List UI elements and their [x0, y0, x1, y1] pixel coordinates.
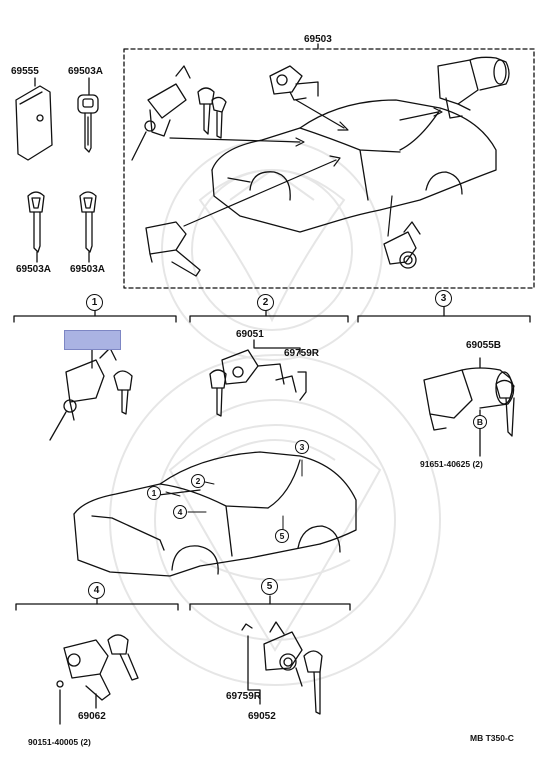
- car-callout-1: 1: [147, 486, 161, 500]
- group-5-trunk-cylinder-part: [241, 621, 323, 715]
- label-69503a-left-b: 69503A: [70, 264, 106, 275]
- assembly-box: [123, 48, 535, 289]
- group-brackets: [13, 305, 531, 611]
- group-2-door-lock-part: [209, 339, 307, 417]
- car-callout-5: 5: [275, 529, 289, 543]
- label-69055b: 69055B: [466, 340, 502, 351]
- car-outline-center: [73, 451, 357, 577]
- callout-2: 2: [257, 294, 274, 311]
- group-3-trunk-lock-part: [423, 357, 515, 457]
- trunk-cylinder-part: [383, 221, 421, 269]
- glovebox-lock-part: [145, 221, 201, 277]
- key-left-b-part: [79, 191, 97, 253]
- trunk-lock-part: [437, 56, 510, 119]
- label-90151-40005: 90151-40005 (2): [28, 737, 91, 747]
- bolt-reference-b: B: [473, 415, 487, 429]
- group-1-ignition-part: [49, 347, 133, 441]
- car-callout-2: 2: [191, 474, 205, 488]
- car-callout-3: 3: [295, 440, 309, 454]
- label-69555: 69555: [11, 66, 39, 77]
- label-69062: 69062: [78, 711, 106, 722]
- label-69759r-group-5: 69759R: [226, 691, 262, 702]
- callout-4: 4: [88, 582, 105, 599]
- callout-arrows-top: [169, 99, 443, 237]
- callout-3: 3: [435, 290, 452, 307]
- label-69503a-top: 69503A: [68, 66, 104, 77]
- highlight-marker: [64, 330, 121, 350]
- label-69052: 69052: [248, 711, 276, 722]
- label-69503: 69503: [304, 34, 332, 45]
- car-callout-4: 4: [173, 505, 187, 519]
- ignition-cylinder-part: [131, 65, 227, 161]
- callout-1: 1: [86, 294, 103, 311]
- key-top-part: [77, 94, 99, 153]
- center-leader-lines: [165, 459, 303, 531]
- car-outline-top: [211, 99, 497, 233]
- label-91651-40625: 91651-40625 (2): [420, 459, 483, 469]
- label-69759r-group-2: 69759R: [284, 348, 320, 359]
- key-left-a-part: [27, 191, 45, 253]
- label-69503a-left-a: 69503A: [16, 264, 52, 275]
- label-69051: 69051: [236, 329, 264, 340]
- door-lock-cylinder-part: [269, 65, 319, 101]
- diagram-code: MB T350-C: [470, 733, 514, 743]
- lock-cover-part: [15, 85, 53, 161]
- callout-5: 5: [261, 578, 278, 595]
- group-4-glovebox-lock-part: [56, 634, 139, 725]
